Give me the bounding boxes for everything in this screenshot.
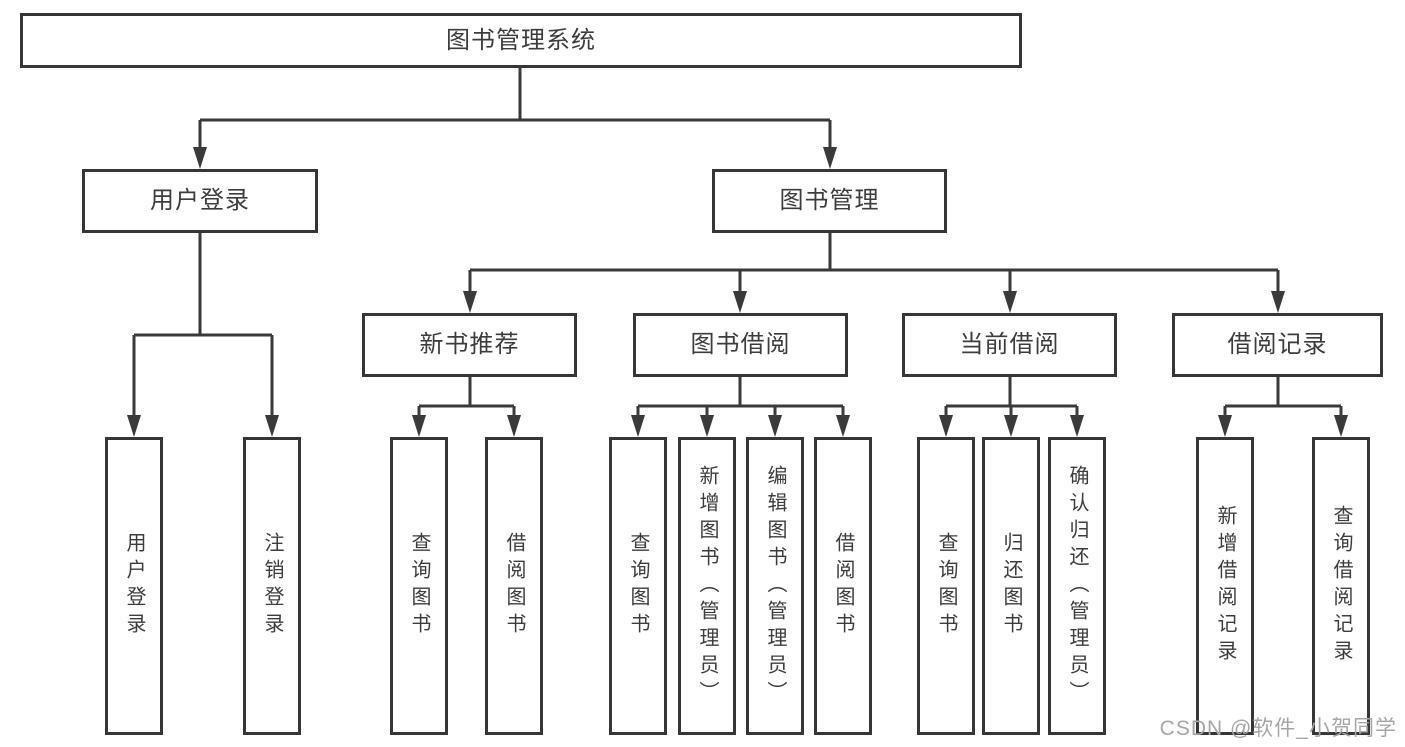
leaf-borrow-books-label: 借阅图书: [503, 532, 525, 640]
leaf-borrow-books: 借阅图书: [485, 437, 543, 735]
leaf-add-books-admin: 新增图书（管理员）: [678, 437, 736, 735]
node-new-book-recommend: 新书推荐: [362, 313, 577, 377]
leaf-logout-label: 注销登录: [261, 532, 283, 640]
node-current-borrowing: 当前借阅: [902, 313, 1117, 377]
arrowheads: [127, 147, 1348, 437]
node-book-borrowing-label: 图书借阅: [690, 331, 791, 358]
leaf-return-books: 归还图书: [982, 437, 1040, 735]
node-borrowing-records-label: 借阅记录: [1227, 331, 1328, 358]
node-book-borrowing: 图书借阅: [633, 313, 848, 377]
leaf-edit-books-admin: 编辑图书（管理员）: [746, 437, 804, 735]
leaf-confirm-return-admin: 确认归还（管理员）: [1048, 437, 1106, 735]
leaf-query-books: 查询图书: [609, 437, 667, 735]
leaf-add-borrow-record-label: 新增借阅记录: [1214, 505, 1236, 667]
leaf-query-books: 查询图书: [390, 437, 448, 735]
node-user-login: 用户登录: [82, 169, 318, 233]
leaf-user-login: 用户登录: [105, 437, 163, 735]
node-borrowing-records: 借阅记录: [1172, 313, 1383, 377]
leaf-return-books-label: 归还图书: [1000, 532, 1022, 640]
leaf-query-books: 查询图书: [917, 437, 975, 735]
node-book-management-label: 图书管理: [779, 187, 880, 214]
node-book-management: 图书管理: [712, 169, 947, 233]
leaf-query-borrow-record: 查询借阅记录: [1312, 437, 1370, 735]
leaf-add-books-admin-label: 新增图书（管理员）: [696, 464, 718, 708]
csdn-watermark: CSDN @软件_小贺同学: [1159, 717, 1397, 740]
leaf-borrow-books: 借阅图书: [814, 437, 872, 735]
leaf-query-books-label: 查询图书: [627, 532, 649, 640]
leaf-user-login-label: 用户登录: [123, 532, 145, 640]
leaf-query-books-label: 查询图书: [408, 532, 430, 640]
leaf-edit-books-admin-label: 编辑图书（管理员）: [764, 464, 786, 708]
node-user-login-label: 用户登录: [150, 187, 250, 214]
node-current-borrowing-label: 当前借阅: [959, 331, 1060, 358]
leaf-confirm-return-admin-label: 确认归还（管理员）: [1066, 464, 1088, 708]
leaf-borrow-books-label: 借阅图书: [832, 532, 854, 640]
tree-edges: [132, 68, 1343, 420]
node-new-book-recommend-label: 新书推荐: [419, 331, 520, 358]
leaf-query-books-label: 查询图书: [935, 532, 957, 640]
node-library-system-label: 图书管理系统: [446, 26, 596, 54]
leaf-add-borrow-record: 新增借阅记录: [1196, 437, 1254, 735]
leaf-query-borrow-record-label: 查询借阅记录: [1330, 505, 1352, 667]
leaf-logout: 注销登录: [243, 437, 301, 735]
node-library-system: 图书管理系统: [20, 13, 1022, 68]
